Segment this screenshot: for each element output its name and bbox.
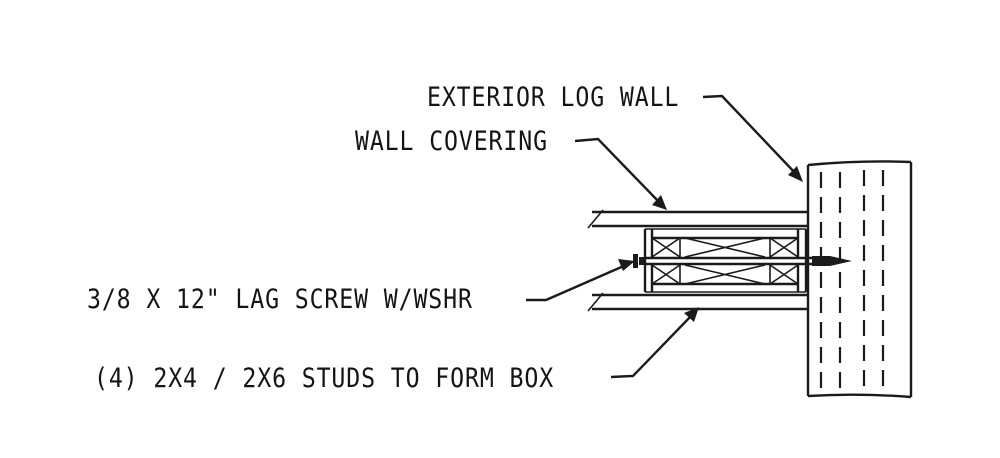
log-wall <box>806 160 913 399</box>
lag-screw <box>633 254 852 268</box>
leader-lag-screw <box>526 259 635 302</box>
label-studs: (4) 2X4 / 2X6 STUDS TO FORM BOX <box>94 363 555 394</box>
label-lag-screw: 3/8 X 12" LAG SCREW W/WSHR <box>87 284 473 315</box>
stud-box <box>643 228 808 293</box>
leader-exterior-log-wall <box>702 94 803 182</box>
wall-covering <box>587 209 808 312</box>
leader-studs <box>610 307 699 379</box>
label-wall-covering: WALL COVERING <box>355 126 548 157</box>
label-exterior-log-wall: EXTERIOR LOG WALL <box>427 82 680 113</box>
leader-wall-covering <box>574 137 667 210</box>
